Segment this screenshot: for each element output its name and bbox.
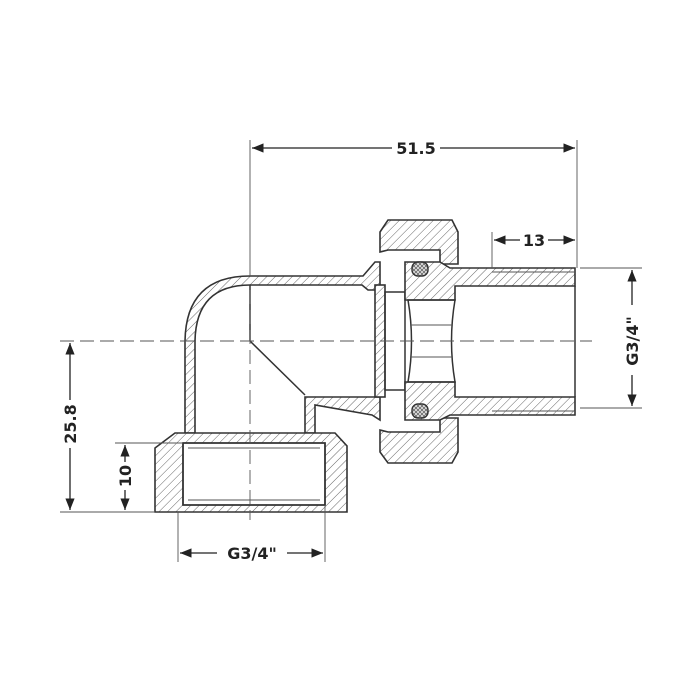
tailpiece-waist [407,299,456,383]
elbow-body-outer-wall [184,261,381,434]
union-nut-top [379,219,459,265]
dim-label-bg [520,230,548,250]
dim-tail-thread-length: 13 [523,231,545,250]
dim-female-thread-depth: 10 [116,465,135,487]
elbow-body-inner-wall [304,396,381,434]
dim-label-bg [60,400,80,448]
o-ring-top [411,261,429,277]
dim-tail-thread-size: G3/4" [623,316,642,366]
union-nut-bottom [379,417,459,464]
tailpiece-top-wall [404,261,576,301]
dim-overall-length: 51.5 [396,139,435,158]
dim-label-bg [392,138,440,158]
dim-label-bg [622,305,642,375]
o-ring-bottom [411,403,429,419]
dim-label-bg [217,543,287,563]
dim-female-thread-size: G3/4" [227,544,277,563]
elbow-inner-diagonal [249,340,306,396]
dim-center-height: 25.8 [61,404,80,443]
female-thread-bore [182,442,326,506]
tailpiece-bottom-wall [404,381,576,421]
dim-label-bg [115,462,135,490]
